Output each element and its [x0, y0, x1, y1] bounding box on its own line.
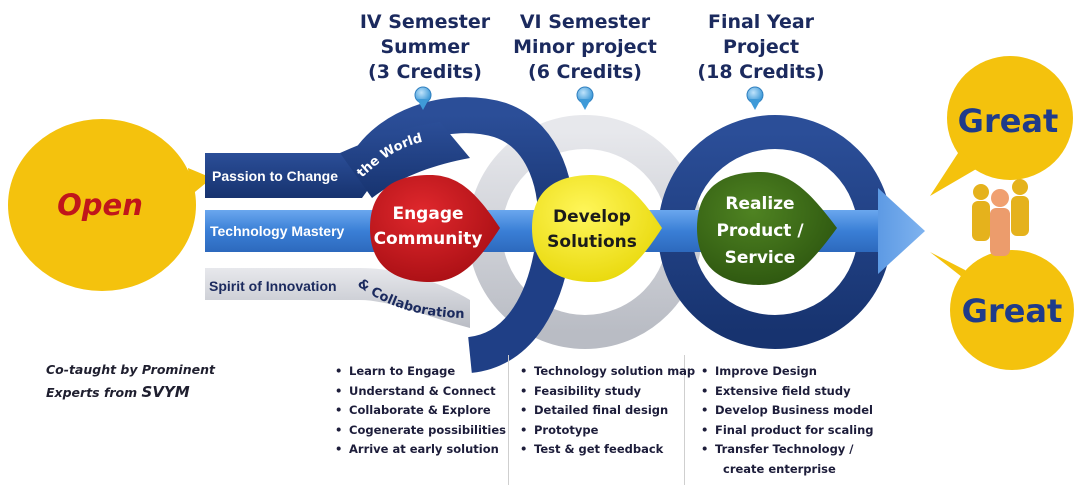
bullet-list-engage: Learn to Engage Understand & Connect Col… [335, 362, 506, 460]
develop-line-1: Develop [553, 207, 631, 227]
realize-drop [697, 172, 837, 285]
list-item: Understand & Connect [335, 382, 506, 402]
great-bubble-bottom [930, 250, 1074, 370]
list-item: Collaborate & Explore [335, 401, 506, 421]
phase-title-3: Final Year Project (18 Credits) [697, 11, 825, 83]
list-item: Transfer Technology / [701, 440, 874, 460]
phase-title-2: VI Semester Minor project (6 Credits) [513, 11, 657, 83]
develop-drop [532, 175, 662, 282]
list-item-continuation: create enterprise [723, 461, 836, 476]
column-divider [508, 355, 509, 485]
engage-line-1: Engage [392, 204, 463, 224]
bullet-list-develop: Technology solution map Feasibility stud… [520, 362, 695, 460]
engage-line-2: Community [374, 229, 483, 249]
passion-band [205, 122, 470, 198]
list-item: Prototype [520, 421, 695, 441]
pin-1-icon [414, 86, 432, 110]
pin-2-icon [576, 86, 594, 110]
passion-label: Passion to Change [212, 168, 338, 184]
engage-drop [370, 175, 500, 282]
spirit-label: Spirit of Innovation [209, 278, 337, 294]
list-item: Final product for scaling [701, 421, 874, 441]
develop-line-2: Solutions [547, 232, 637, 252]
list-item: Extensive field study [701, 382, 874, 402]
realize-line-3: Service [725, 248, 796, 268]
list-item: Detailed final design [520, 401, 695, 421]
people-icon [972, 179, 1029, 256]
great-top-label: Great [958, 102, 1059, 140]
list-item: Test & get feedback [520, 440, 695, 460]
realize-line-2: Product / [716, 221, 804, 241]
great-bubble-top [930, 56, 1073, 196]
great-bottom-label: Great [962, 292, 1063, 330]
list-item: Cogenerate possibilities [335, 421, 506, 441]
list-item: Technology solution map [520, 362, 695, 382]
list-item: Feasibility study [520, 382, 695, 402]
co-taught-note: Co-taught by Prominent Experts from SVYM [46, 362, 215, 401]
open-bubble [8, 119, 212, 291]
list-item: Arrive at early solution [335, 440, 506, 460]
bullet-list-realize: Improve Design Extensive field study Dev… [701, 362, 874, 479]
spirit-band [205, 268, 470, 328]
realize-line-1: Realize [725, 194, 794, 214]
phase-title-1: IV Semester Summer (3 Credits) [359, 11, 491, 83]
list-item: Improve Design [701, 362, 874, 382]
list-item: Learn to Engage [335, 362, 506, 382]
technology-label: Technology Mastery [210, 223, 345, 239]
pin-3-icon [746, 86, 764, 110]
list-item: Develop Business model [701, 401, 874, 421]
open-label: Open [57, 188, 143, 222]
